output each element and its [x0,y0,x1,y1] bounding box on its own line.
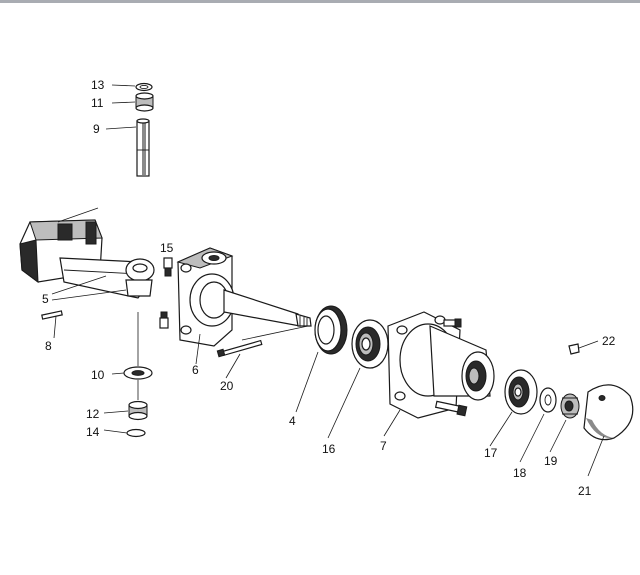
part-kingpin-9 [136,118,150,177]
label-5: 5 [42,292,49,306]
part-castle-nut-19 [560,393,580,419]
leader-lines [51,84,605,477]
label-22: 22 [602,334,616,348]
part-labels: 13 11 9 15 5 8 6 20 10 12 14 4 16 7 17 1… [42,78,616,498]
part-hub-7 [387,311,495,419]
part-washer-10 [123,366,153,380]
label-7: 7 [380,439,387,453]
label-21: 21 [578,484,592,498]
part-bolt-15 [159,257,173,329]
label-6: 6 [192,363,199,377]
part-stub-axle-6 [176,247,312,347]
part-seal-4 [314,305,348,355]
part-bolt-20 [216,339,263,358]
part-bush-11 [135,92,154,112]
part-bearing-16 [351,319,389,369]
part-hub-cap-21 [583,384,634,441]
part-split-pin-22 [568,343,580,355]
label-14: 14 [86,425,100,439]
label-15: 15 [160,241,174,255]
label-13: 13 [91,78,105,92]
label-17: 17 [484,446,498,460]
label-4: 4 [289,414,296,428]
part-washer-14 [126,428,146,438]
label-20: 20 [220,379,234,393]
label-10: 10 [91,368,105,382]
part-washer-18 [539,387,557,413]
label-18: 18 [513,466,527,480]
part-bearing-17 [504,369,538,415]
part-pin-8 [41,310,63,320]
label-19: 19 [544,454,558,468]
top-border [0,0,640,3]
label-8: 8 [45,339,52,353]
part-axle-beam-5 [19,207,155,299]
part-bush-12 [128,400,148,421]
label-11: 11 [91,96,104,110]
label-16: 16 [322,442,336,456]
label-12: 12 [86,407,100,421]
label-9: 9 [93,122,100,136]
part-circlip-13 [135,82,153,92]
